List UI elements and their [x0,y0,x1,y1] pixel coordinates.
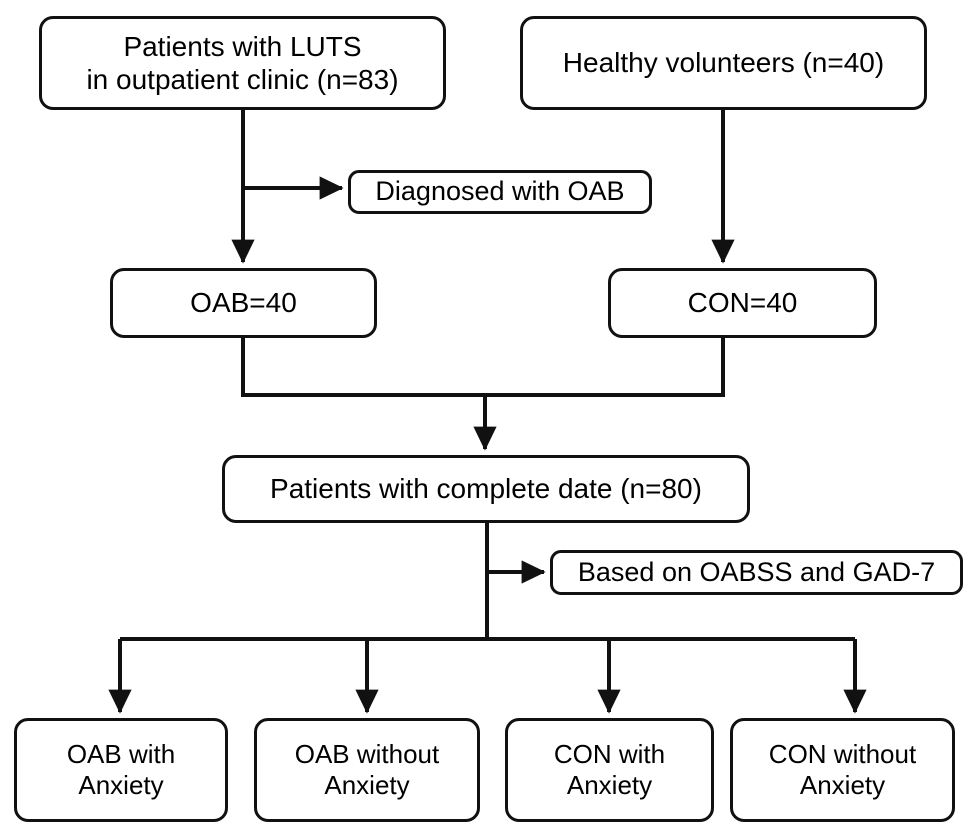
node-con-with-anxiety[interactable]: CON with Anxiety [505,718,714,822]
node-label: Patients with LUTS in outpatient clinic … [86,30,399,95]
node-label: CON=40 [687,287,798,319]
connector-oab-merge [241,338,725,397]
node-label: OAB without Anxiety [294,739,440,800]
node-label: Healthy volunteers (n=40) [562,47,885,79]
node-oab-group[interactable]: OAB=40 [110,268,377,338]
node-based-on-oabss-gad7[interactable]: Based on OABSS and GAD-7 [550,550,963,595]
node-label: OAB with Anxiety [66,739,176,800]
node-oab-with-anxiety[interactable]: OAB with Anxiety [14,718,228,822]
node-healthy-volunteers[interactable]: Healthy volunteers (n=40) [520,16,927,110]
node-oab-without-anxiety[interactable]: OAB without Anxiety [254,718,480,822]
node-label: OAB=40 [190,287,297,319]
node-con-group[interactable]: CON=40 [608,268,877,338]
node-label: CON with Anxiety [553,739,666,800]
node-diagnosed-with-oab[interactable]: Diagnosed with OAB [348,170,652,214]
node-label: Diagnosed with OAB [375,176,625,207]
node-con-without-anxiety[interactable]: CON without Anxiety [730,718,955,822]
node-label: Patients with complete date (n=80) [270,473,702,505]
node-patients-complete-date[interactable]: Patients with complete date (n=80) [222,455,750,523]
node-label: Based on OABSS and GAD-7 [577,556,936,587]
node-patients-with-luts[interactable]: Patients with LUTS in outpatient clinic … [39,16,446,110]
node-label: CON without Anxiety [768,739,917,800]
